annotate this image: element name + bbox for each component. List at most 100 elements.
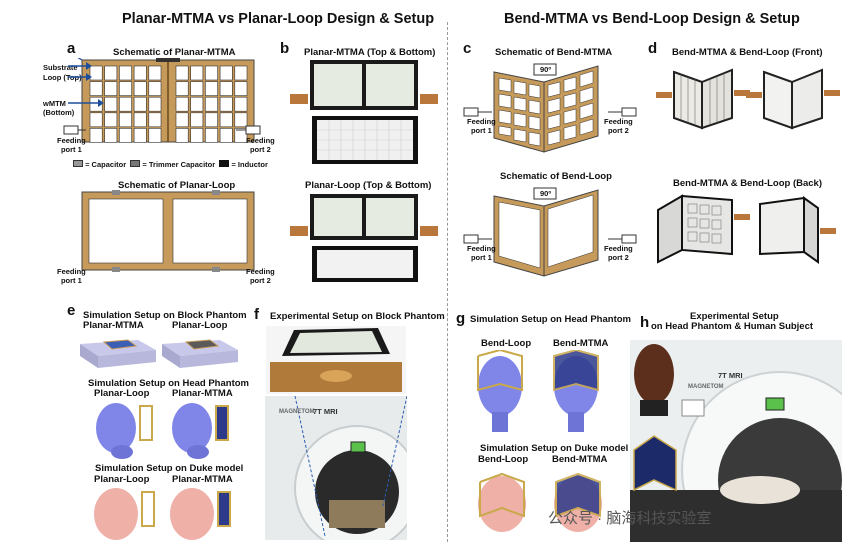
substrate-label: Substrate: [43, 63, 78, 72]
metamaterial-cell: [190, 81, 204, 96]
metamaterial-cell: [175, 128, 189, 143]
panel-b-label: b: [280, 40, 290, 57]
panel-a-label: a: [67, 40, 76, 57]
bend-mtma-schematic: [493, 63, 599, 153]
metamaterial-cell: [148, 65, 162, 81]
block-planar-loop-label: Planar-Loop: [172, 320, 228, 331]
duke-bend-loop-label: Bend-Loop: [478, 454, 529, 465]
section-divider: [447, 22, 448, 542]
bend-back-photo-title: Bend-MTMA & Bend-Loop (Back): [673, 178, 822, 189]
panel-c-title: Schematic of Bend-MTMA: [495, 47, 613, 58]
metamaterial-cell: [234, 112, 248, 128]
metamaterial-cell: [234, 128, 248, 143]
right-section-header: Bend-MTMA vs Bend-Loop Design & Setup: [504, 11, 800, 27]
duke-planar-mtma-label: Planar-MTMA: [172, 474, 233, 485]
inductor-icon: [219, 160, 230, 167]
loop-top-label: Loop (Top): [43, 73, 82, 82]
scanner-label-h: 7T MRI: [718, 371, 743, 380]
panel-e-label: e: [67, 302, 76, 319]
metamaterial-cell: [219, 128, 233, 143]
metamaterial-cell: [190, 96, 204, 112]
metamaterial-cell: [119, 112, 132, 128]
metamaterial-cell: [148, 128, 162, 143]
metamaterial-cell: [89, 128, 103, 143]
metamaterial-cell: [175, 112, 189, 128]
metamaterial-cell: [133, 112, 147, 128]
block-phantom-loop: [162, 339, 238, 368]
head-bend-loop-label: Bend-Loop: [481, 338, 532, 349]
duke-sim-title-e: Simulation Setup on Duke model: [95, 463, 244, 474]
wmtm-label: wMTM: [43, 99, 66, 108]
metamaterial-cell: [175, 96, 189, 112]
metamaterial-cell: [119, 81, 132, 96]
head-bend-mtma-label: Bend-MTMA: [553, 338, 609, 349]
metamaterial-cell: [89, 81, 103, 96]
metamaterial-cell: [119, 65, 132, 81]
panel-d-label: d: [648, 40, 658, 57]
metamaterial-cell: [175, 65, 189, 81]
duke-model-bend: [478, 472, 602, 532]
metamaterial-cell: [119, 96, 132, 112]
bend-back-photo: [657, 194, 836, 264]
metamaterial-cell: [234, 96, 248, 112]
block-phantom-photo: [266, 326, 406, 394]
metamaterial-cell: [89, 65, 103, 81]
metamaterial-cell: [133, 96, 147, 112]
arrow-substrate: [68, 62, 104, 107]
metamaterial-cell: [104, 81, 118, 96]
planar-loop-schematic: [81, 190, 255, 272]
panel-d-title: Bend-MTMA & Bend-Loop (Front): [672, 47, 823, 58]
metamaterial-cell: [104, 65, 118, 81]
metamaterial-cell: [148, 81, 162, 96]
bend-loop-schematic: [493, 187, 599, 277]
metamaterial-cell: [119, 128, 132, 143]
duke-planar-loop-label: Planar-Loop: [94, 474, 150, 485]
metamaterial-cell: [148, 112, 162, 128]
head-planar-mtma-label: Planar-MTMA: [172, 388, 233, 399]
panel-g-title: Simulation Setup on Head Phantom: [470, 314, 631, 325]
capacitor-icon: [73, 160, 83, 167]
panel-h-title: Experimental Setup: [690, 311, 779, 322]
planar-mtma-schematic: [77, 58, 255, 143]
duke-bend-mtma-label: Bend-MTMA: [552, 454, 608, 465]
planar-loop-photo-title: Planar-Loop (Top & Bottom): [305, 180, 432, 191]
mri-scanner-photo-f: MAGNETOM 7T MRI: [265, 396, 407, 540]
head-phantom-bend: [477, 350, 599, 432]
metamaterial-cell: [190, 65, 204, 81]
metamaterial-cell: [219, 112, 233, 128]
scanner-label-f: 7T MRI: [313, 407, 338, 416]
panel-e-title: Simulation Setup on Block Phantom: [83, 310, 247, 321]
head-planar-loop-label: Planar-Loop: [94, 388, 150, 399]
metamaterial-cell: [205, 96, 218, 112]
metamaterial-cell: [234, 65, 248, 81]
bend-front-photo: [656, 68, 840, 130]
metamaterial-cell: [89, 112, 103, 128]
metamaterial-cell: [133, 128, 147, 143]
panel-h-subtitle: on Head Phantom & Human Subject: [651, 321, 814, 332]
metamaterial-cell: [205, 81, 218, 96]
panel-g-label: g: [456, 310, 466, 327]
metamaterial-cell: [133, 65, 147, 81]
trimmer-capacitor-icon: [130, 160, 141, 167]
metamaterial-cell: [205, 112, 218, 128]
bend-mtma-angle: 90º: [540, 65, 552, 74]
panel-f-title: Experimental Setup on Block Phantom: [270, 311, 445, 322]
block-planar-mtma-label: Planar-MTMA: [83, 320, 144, 331]
panel-h-label: h: [640, 314, 650, 331]
feed-connector-c2: [463, 234, 637, 244]
head-phantom-planar: [96, 403, 229, 459]
metamaterial-cell: [148, 96, 162, 112]
bend-loop-angle: 90º: [540, 189, 552, 198]
planar-loop-photo: [290, 194, 438, 282]
metamaterial-cell: [104, 96, 118, 112]
magnetom-text-f: MAGNETOM: [279, 409, 315, 415]
magnetom-text-h: MAGNETOM: [688, 384, 724, 390]
metamaterial-cell: [219, 96, 233, 112]
panel-f-label: f: [254, 306, 259, 323]
